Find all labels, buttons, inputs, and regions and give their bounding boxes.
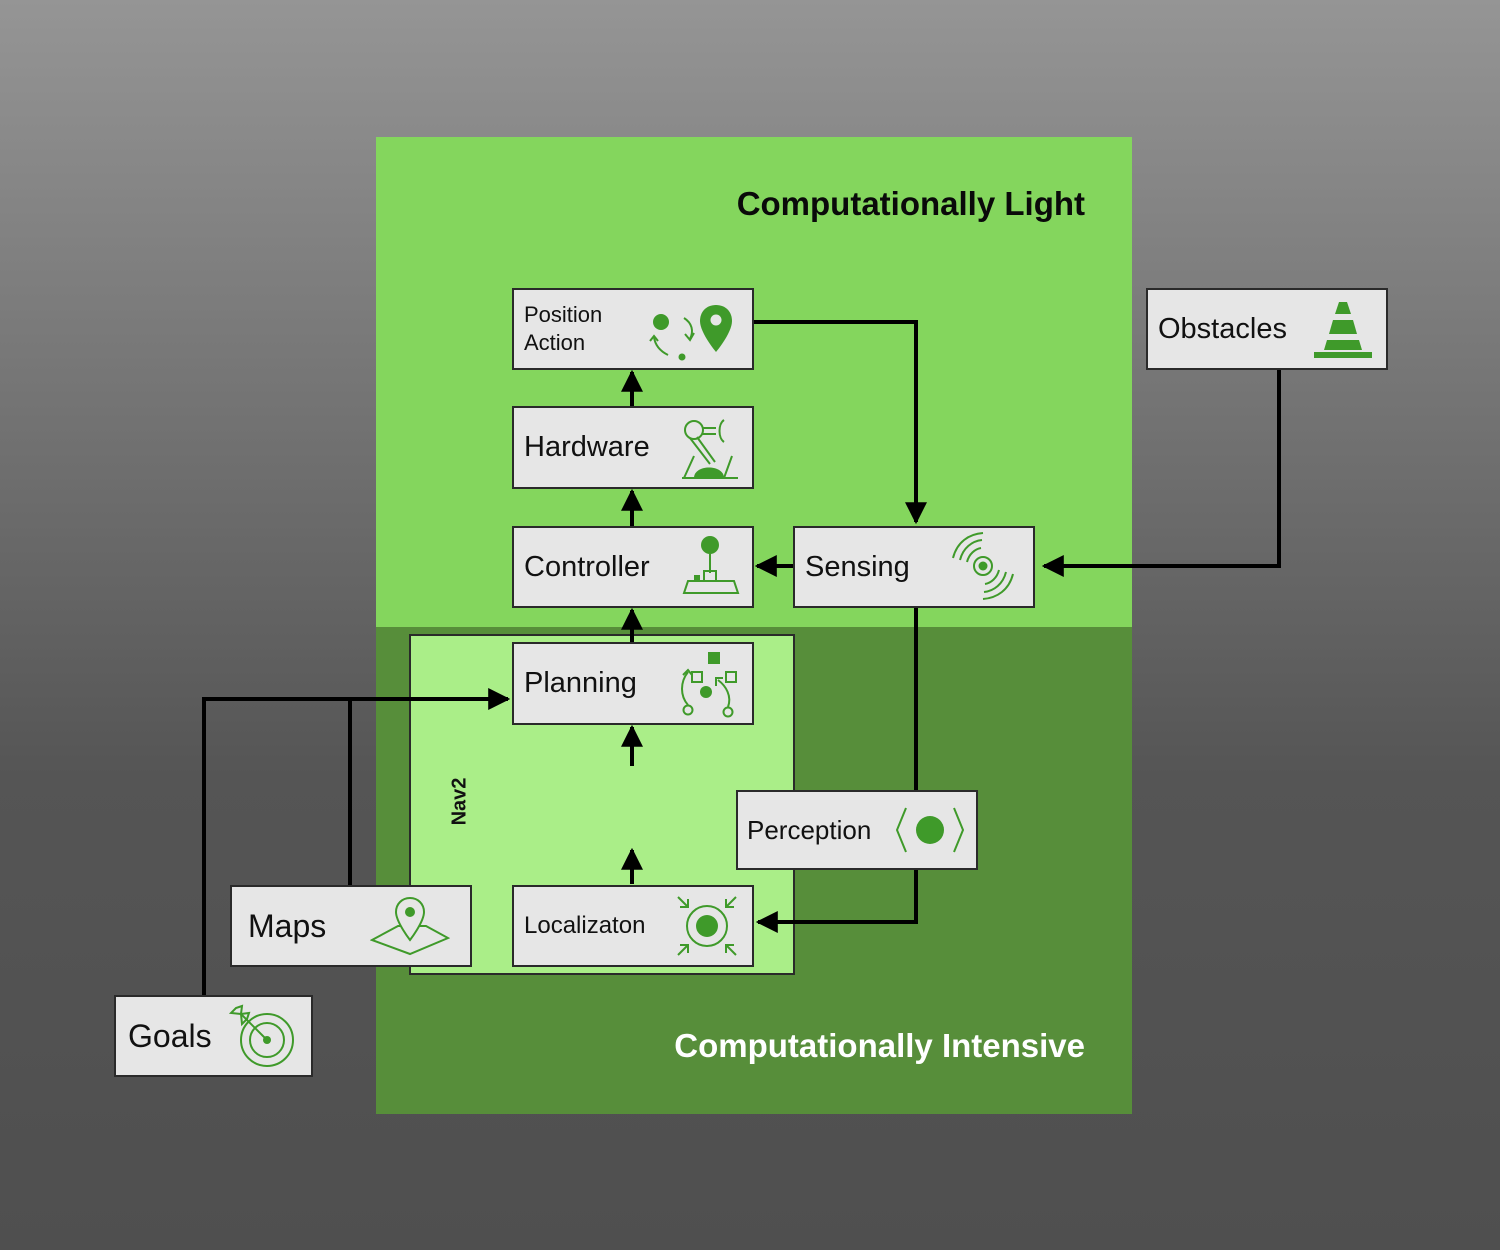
perception-label: Perception [747,814,872,845]
localize-target-icon [674,893,740,959]
light-zone-title: Computationally Light [736,185,1085,222]
intensive-zone-title: Computationally Intensive [674,1027,1085,1064]
sensing-node: Sensing [793,526,1035,608]
dartboard-icon [229,1004,295,1068]
maps-label: Maps [248,907,327,944]
planning-node: Planning [512,642,754,725]
joystick-icon [682,535,740,599]
goals-label: Goals [128,1017,212,1054]
obstacles-label: Obstacles [1158,312,1287,345]
controller-label: Controller [524,550,650,583]
sensing-label: Sensing [805,550,910,583]
localization-label: Localizaton [524,912,646,939]
localization-node: Localizaton [512,885,754,967]
perception-node: Perception [736,790,978,870]
goals-node: Goals [114,995,313,1077]
edge-goals-to-planning [202,688,511,996]
map-location-icon [370,896,450,956]
maps-node: Maps [230,885,472,967]
hardware-label: Hardware [524,431,650,463]
obstacles-node: Obstacles [1146,288,1388,370]
edge-perception-to-localization [755,870,918,933]
strategy-plan-icon [678,650,740,718]
planning-label: Planning [524,667,637,699]
position-action-label: Position Action [524,302,603,355]
hardware-node: Hardware [512,406,754,489]
robot-arm-icon [680,416,740,480]
traffic-cone-icon [1312,298,1374,360]
radar-signal-icon [947,532,1021,602]
position-action-node: Position Action [512,288,754,370]
focus-target-icon [894,804,966,856]
edge-position-to-sensing [754,320,927,525]
edge-obstacles-to-sensing [1041,370,1281,577]
controller-node: Controller [512,526,754,608]
map-pin-route-icon [648,297,740,361]
